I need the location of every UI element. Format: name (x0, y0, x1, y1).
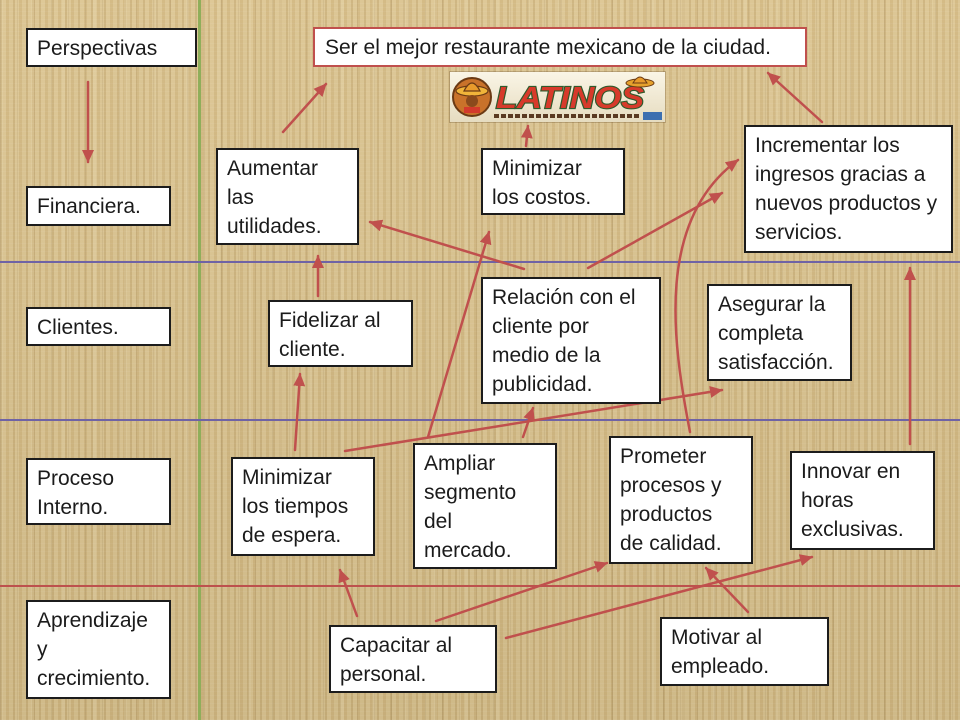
logo-wordmark: LATINOS (496, 80, 644, 115)
objective-text-line: Innovar en (801, 460, 901, 483)
objective-innovar-horas: Innovar en horas exclusivas. (790, 451, 935, 550)
row-divider-proceso-aprendizaje (0, 585, 960, 587)
arrow-tiempos-to-fidelizar (293, 372, 306, 452)
objective-text-line: Asegurar la (718, 293, 826, 316)
objective-text-line: del (424, 510, 453, 533)
perspective-label: Financiera. (37, 195, 141, 218)
arrow-costos-to-vision (520, 124, 533, 148)
arrow-segmento-to-relacion (521, 406, 535, 439)
objective-text-line: ingresos gracias a (755, 163, 926, 186)
arrow-capacitar-to-tiempos (338, 568, 359, 618)
objective-text-line: Minimizar (492, 157, 582, 180)
perspective-label: y (37, 638, 48, 661)
objective-text-line: servicios. (755, 221, 843, 244)
objective-ampliar-segmento: Ampliar segmento del mercado. (413, 443, 557, 569)
objective-capacitar-personal: Capacitar al personal. (329, 625, 497, 693)
objective-text-line: Fidelizar al (279, 309, 381, 332)
objective-text-line: horas (801, 489, 854, 512)
objective-text-line: las (227, 186, 254, 209)
objective-text-line: segmento (424, 481, 517, 504)
objective-text-line: utilidades. (227, 215, 322, 238)
objective-minimizar-costos: Minimizar los costos. (481, 148, 625, 215)
perspective-label: Aprendizaje (37, 609, 148, 632)
objective-text-line: de espera. (242, 524, 342, 547)
objective-aumentar-utilidades: Aumentar las utilidades. (216, 148, 359, 245)
objective-relacion-publicidad: Relación con el cliente por medio de la … (481, 277, 661, 404)
objective-text-line: mercado. (424, 539, 512, 562)
perspective-aprendizaje: Aprendizaje y crecimiento. (26, 600, 171, 699)
latinos-logo-graphic: LATINOS (450, 72, 665, 122)
objective-asegurar-satisfaccion: Asegurar la completa satisfacción. (707, 284, 852, 381)
objective-text-line: Capacitar al (340, 634, 453, 657)
objective-text-line: Aumentar (227, 157, 319, 180)
objective-fidelizar-cliente: Fidelizar al cliente. (268, 300, 413, 367)
arrow-ingresos-to-vision (766, 71, 824, 124)
vision-text: Ser el mejor restaurante mexicano de la … (325, 36, 771, 59)
mariachi-emblem-icon (452, 77, 492, 117)
perspective-proceso-interno: Proceso Interno. (26, 458, 171, 525)
objective-text-line: exclusivas. (801, 518, 904, 541)
arrow-utilidades-to-vision (281, 82, 328, 134)
perspective-label: Proceso (37, 467, 115, 490)
objective-text-line: cliente. (279, 338, 346, 361)
objective-text-line: Ampliar (424, 452, 496, 475)
objective-prometer-calidad: Prometer procesos y productos de calidad… (609, 436, 753, 564)
logo-tagline-strip (494, 112, 662, 120)
perspective-label: Interno. (37, 496, 109, 519)
objective-text-line: Motivar al (671, 626, 763, 649)
objective-text-line: Prometer (620, 445, 707, 468)
perspective-label: crecimiento. (37, 667, 151, 690)
latinos-logo: LATINOS (450, 72, 665, 122)
objective-text-line: nuevos productos y (755, 192, 938, 215)
perspective-clientes: Clientes. (26, 307, 171, 346)
objective-text-line: cliente por (492, 315, 589, 338)
objective-minimizar-tiempos: Minimizar los tiempos de espera. (231, 457, 375, 556)
objective-text-line: completa (718, 322, 804, 345)
arrow-capacitar-to-calidad (434, 561, 609, 623)
perspective-label: Clientes. (37, 316, 119, 339)
objective-text-line: Relación con el (492, 286, 636, 309)
arrow-motivar-to-calidad (704, 566, 750, 614)
objective-text-line: Minimizar (242, 466, 332, 489)
objective-text-line: procesos y (620, 474, 722, 497)
row-divider-financiera-clientes (0, 261, 960, 263)
objective-text-line: publicidad. (492, 373, 593, 396)
objective-text-line: medio de la (492, 344, 601, 367)
objective-motivar-empleado: Motivar al empleado. (660, 617, 829, 686)
column-divider-line (198, 0, 201, 720)
sombrero-icon (625, 76, 655, 88)
perspectives-header: Perspectivas (26, 28, 197, 67)
perspectives-header-label: Perspectivas (37, 37, 158, 60)
objective-text-line: los tiempos (242, 495, 349, 518)
objective-text-line: de calidad. (620, 532, 722, 555)
objective-incrementar-ingresos: Incrementar los ingresos gracias a nuevo… (744, 125, 953, 253)
row-divider-clientes-proceso (0, 419, 960, 421)
objective-text-line: satisfacción. (718, 351, 834, 374)
perspective-financiera: Financiera. (26, 186, 171, 226)
vision-statement: Ser el mejor restaurante mexicano de la … (313, 27, 807, 67)
objective-text-line: personal. (340, 663, 427, 686)
objective-text-line: productos (620, 503, 713, 526)
objective-text-line: Incrementar los (755, 134, 900, 157)
objective-text-line: empleado. (671, 655, 770, 678)
objective-text-line: los costos. (492, 186, 592, 209)
